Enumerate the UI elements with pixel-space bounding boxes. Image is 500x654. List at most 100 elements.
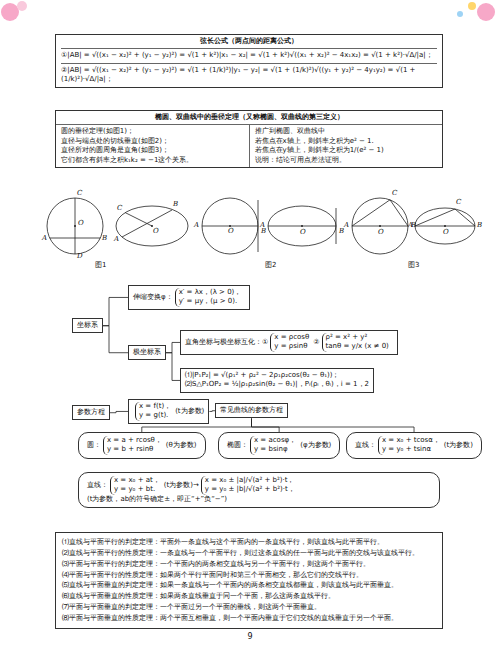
text: (t为参数)→ bbox=[164, 481, 199, 490]
curve-box: 直线：x = x₀ + tcosα，y = y₀ + tsinα(t为参数) bbox=[346, 432, 482, 459]
text: ⑵S△P₁OP₂ = ½|ρ₁ρ₂sin(θ₂ − θ₁)|，Pᵢ(ρᵢ，θᵢ)… bbox=[185, 380, 369, 389]
text: y = y₀ ± |b|/√(a² + b²)·t， bbox=[205, 485, 295, 494]
text: x = acosφ， bbox=[254, 436, 296, 445]
point-label: O bbox=[153, 228, 159, 235]
text: x = ρcosθ bbox=[274, 333, 309, 342]
text: (t为参数，ab的符号确定±，即正“+”负“−”) bbox=[87, 495, 227, 504]
text-row: 极坐标系 bbox=[133, 348, 161, 357]
point-label: C bbox=[456, 199, 461, 206]
text: 参数方程 bbox=[77, 408, 105, 417]
corner-flower bbox=[17, 1, 27, 11]
text: ⑸直线与平面垂直的判定定理：如果一条直线与一个平面内的两条相交直线都垂直，则该直… bbox=[62, 580, 398, 591]
point-label: A bbox=[260, 222, 265, 229]
table-cell: 推广到椭圆、双曲线中若焦点在x轴上，则斜率之积为e² − 1.若焦点在y轴上，则… bbox=[250, 125, 443, 167]
text: 圆： bbox=[87, 441, 101, 450]
text: 圆的垂径定理(如图1)； bbox=[61, 127, 134, 136]
brace-group: x = x₀ + at，y = y₀ + bt. bbox=[110, 476, 162, 495]
corner-flower bbox=[468, 2, 476, 10]
text: 弦长公式（两点间的距离公式） bbox=[200, 37, 298, 46]
text-row: 若焦点在y轴上，则斜率之积为1/(e² − 1) bbox=[255, 146, 438, 155]
text-row: 常见曲线的参数方程 bbox=[220, 406, 283, 415]
text-row: 伸缩变换φ：x′ = λx，(λ > 0)，y′ = μy，(μ > 0). bbox=[133, 288, 245, 307]
text-row: x = f(t)，y = g(t).(t为参数) bbox=[133, 402, 204, 421]
text-row: ⑷平面与平面平行的性质定理：如果两个平行平面同时和第三个平面相交，那么它们的交线… bbox=[62, 570, 436, 581]
text-row: 直线：x = x₀ + at，y = y₀ + bt.(t为参数)→x = x₀… bbox=[87, 476, 431, 504]
curve-box: 圆：x = a + rcosθ，y = b + rsinθ(θ为参数) bbox=[78, 432, 206, 459]
text: ⑴|P₁P₂| = √(ρ₁² + ρ₂² − 2ρ₁ρ₂cos(θ₂ − θ₁… bbox=[185, 371, 339, 380]
figure-row: 图1图2图3ABCDOABCOABOABOABCOABCO bbox=[40, 190, 490, 274]
text: (t为参数) bbox=[444, 441, 473, 450]
text: ⑹直线与平面垂直的性质定理：如果两条直线垂直于同一个平面，那么这两条直线平行。 bbox=[62, 591, 335, 602]
corner-flower bbox=[477, 3, 495, 21]
text-row: 弦长公式（两点间的距离公式） bbox=[61, 35, 437, 48]
text: ⑵直线与平面平行的性质定理：一条直线与一个平面平行，则过这条直线的任一平面与此平… bbox=[62, 548, 419, 559]
theorem-list: ⑴直线与平面平行的判定定理：平面外一条直线与这个平面内的一条直线平行，则该直线与… bbox=[55, 532, 443, 629]
text: ρ² = x² + y² bbox=[326, 333, 389, 342]
topic-box: 常见曲线的参数方程 bbox=[215, 403, 288, 418]
brace-group: x′ = λx，(λ > 0)，y′ = μy，(μ > 0). bbox=[175, 288, 244, 307]
text-row: 直线：x = x₀ + tcosα，y = y₀ + tsinα(t为参数) bbox=[355, 436, 473, 455]
figure-caption: 图2 bbox=[265, 262, 276, 269]
connector-line bbox=[103, 297, 128, 325]
text: x′ = λx，(λ > 0)， bbox=[179, 288, 242, 297]
connector-line bbox=[166, 342, 180, 352]
text-row: ⑻平面与平面垂直的性质定理：两个平面互相垂直，则一个平面内垂直于它们交线的直线垂… bbox=[62, 613, 436, 624]
text-row: 坐标系 bbox=[77, 321, 98, 330]
brace-group: x = x₀ + tcosα，y = y₀ + tsinα bbox=[378, 436, 442, 455]
topic-box: 参数方程 bbox=[72, 405, 110, 420]
theorem-table: 椭圆、双曲线中的垂径定理（又称椭圆、双曲线的第三定义）圆的垂径定理(如图1)；直… bbox=[55, 110, 443, 168]
table-cell: 圆的垂径定理(如图1)；直径与端点处的切线垂直(如图2)；直径所对的圆周角是直角… bbox=[56, 125, 250, 167]
text: 椭圆： bbox=[227, 441, 248, 450]
point-label: B bbox=[477, 222, 482, 229]
connector-line bbox=[252, 418, 415, 432]
text: y = g(t). bbox=[139, 411, 171, 420]
text-row: ⑸直线与平面垂直的判定定理：如果一条直线与一个平面内的两条相交直线都垂直，则该直… bbox=[62, 580, 436, 591]
text: y′ = μy，(μ > 0). bbox=[179, 297, 242, 306]
text: 直线： bbox=[355, 441, 376, 450]
text-row: ⑴直线与平面平行的判定定理：平面外一条直线与这个平面内的一条直线平行，则该直线与… bbox=[62, 537, 436, 548]
text: ⑺平面与平面垂直的判定定理：一个平面过另一个平面的垂线，则这两个平面垂直。 bbox=[62, 602, 321, 613]
point-label: C bbox=[117, 205, 122, 212]
text-row: 圆：x = a + rcosθ，y = b + rsinθ(θ为参数) bbox=[87, 436, 197, 455]
text: 坐标系 bbox=[77, 321, 98, 330]
text: ② bbox=[313, 338, 319, 347]
point-label: D bbox=[77, 253, 83, 260]
text-row: ②|AB| = √((x₁ − x₂)² + (y₁ − y₂)²) = √(1… bbox=[61, 63, 437, 87]
text-row: 它们都含有斜率之积k₁k₂ = −1这个关系。 bbox=[61, 156, 244, 165]
text: (φ为参数) bbox=[300, 441, 331, 450]
brace-group: x = x₀ ± |a|/√(a² + b²)·t，y = y₀ ± |b|/√… bbox=[201, 476, 297, 495]
text: 直线： bbox=[87, 481, 108, 490]
text: ⑶平面与平面平行的判定定理：一个平面内的两条相交直线与另一个平面平行，则这两个平… bbox=[62, 559, 370, 570]
text: ⑴直线与平面平行的判定定理：平面外一条直线与这个平面内的一条直线平行，则该直线与… bbox=[62, 537, 384, 548]
formula-box: x = f(t)，y = g(t).(t为参数) bbox=[128, 399, 209, 424]
text: 椭圆、双曲线中的垂径定理（又称椭圆、双曲线的第三定义） bbox=[155, 113, 344, 122]
point-label: O bbox=[228, 228, 234, 235]
text: 推广到椭圆、双曲线中 bbox=[255, 127, 325, 136]
text: 说明：结论可用点差法证明。 bbox=[255, 156, 346, 165]
text: ⑷平面与平面平行的性质定理：如果两个平行平面同时和第三个平面相交，那么它们的交线… bbox=[62, 570, 363, 581]
text: ① bbox=[262, 338, 268, 347]
text-row: ⑺平面与平面垂直的判定定理：一个平面过另一个平面的垂线，则这两个平面垂直。 bbox=[62, 602, 436, 613]
text: 直径所对的圆周角是直角(如图3)； bbox=[61, 146, 169, 155]
text-row: 若焦点在x轴上，则斜率之积为e² − 1. bbox=[255, 137, 438, 146]
point-label: A bbox=[408, 222, 413, 229]
text-row: 椭圆、双曲线中的垂径定理（又称椭圆、双曲线的第三定义） bbox=[56, 111, 442, 124]
text: 若焦点在y轴上，则斜率之积为1/(e² − 1) bbox=[255, 146, 384, 155]
cell-row: 圆的垂径定理(如图1)；直径与端点处的切线垂直(如图2)；直径所对的圆周角是直角… bbox=[56, 124, 442, 167]
text: 直角坐标与极坐标互化： bbox=[185, 338, 262, 347]
point-label: B bbox=[261, 228, 266, 235]
text-row: ⑵S△P₁OP₂ = ½|ρ₁ρ₂sin(θ₂ − θ₁)|，Pᵢ(ρᵢ，θᵢ)… bbox=[185, 380, 369, 389]
brace-group: x = acosφ，y = bsinφ bbox=[250, 436, 298, 455]
point-label: O bbox=[78, 220, 84, 227]
corner-flower bbox=[1, 3, 19, 21]
text-row: 椭圆：x = acosφ，y = bsinφ(φ为参数) bbox=[227, 436, 331, 455]
text-row: ⑶平面与平面平行的判定定理：一个平面内的两条相交直线与另一个平面平行，则这两个平… bbox=[62, 559, 436, 570]
curve-box: 直线：x = x₀ + at，y = y₀ + bt.(t为参数)→x = x₀… bbox=[78, 472, 440, 508]
text-row: ⑵直线与平面平行的性质定理：一条直线与一个平面平行，则过这条直线的任一平面与此平… bbox=[62, 548, 436, 559]
text: x = x₀ ± |a|/√(a² + b²)·t， bbox=[205, 476, 295, 485]
connector-line bbox=[166, 353, 180, 381]
text: 直径与端点处的切线垂直(如图2)； bbox=[61, 137, 169, 146]
figure-caption: 图1 bbox=[95, 262, 106, 269]
brace-group: x = ρcosθy = ρsinθ bbox=[270, 333, 311, 352]
point-label: A bbox=[42, 235, 47, 242]
